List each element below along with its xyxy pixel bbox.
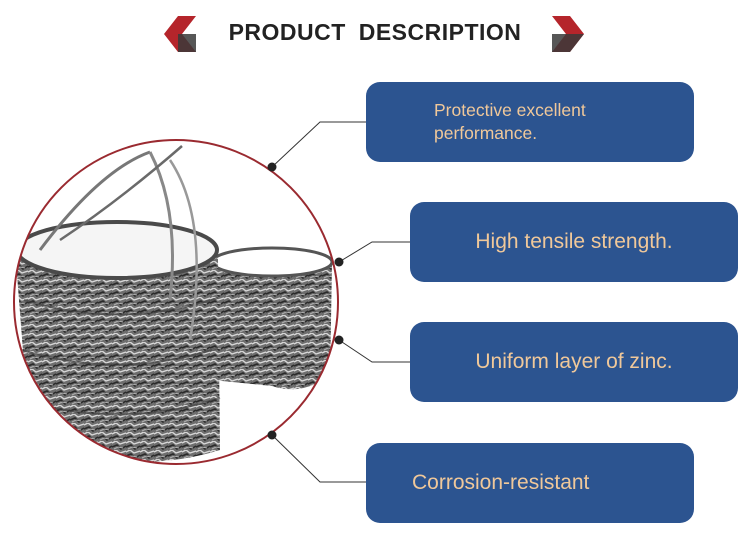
feature-label: High tensile strength. bbox=[475, 230, 673, 253]
chevron-left-icon bbox=[164, 16, 196, 52]
feature-box-corrosion: Corrosion-resistant bbox=[366, 443, 694, 523]
page-title: PRODUCT DESCRIPTION bbox=[228, 19, 522, 45]
feature-label: Protective excellent performance. bbox=[434, 100, 586, 143]
feature-label: Uniform layer of zinc. bbox=[475, 350, 673, 373]
chevron-right-icon bbox=[552, 16, 584, 52]
connector-lines bbox=[271, 121, 410, 483]
connector-dots bbox=[267, 162, 344, 440]
feature-box-zinc: Uniform layer of zinc. bbox=[410, 322, 738, 402]
section-header: PRODUCT DESCRIPTION bbox=[0, 0, 750, 70]
feature-label: Corrosion-resistant bbox=[412, 471, 590, 494]
circle-outline bbox=[13, 139, 339, 465]
feature-box-tensile: High tensile strength. bbox=[410, 202, 738, 282]
razor-wire-coil-image bbox=[14, 140, 338, 464]
feature-box-protective: Protective excellent performance. bbox=[366, 82, 694, 162]
